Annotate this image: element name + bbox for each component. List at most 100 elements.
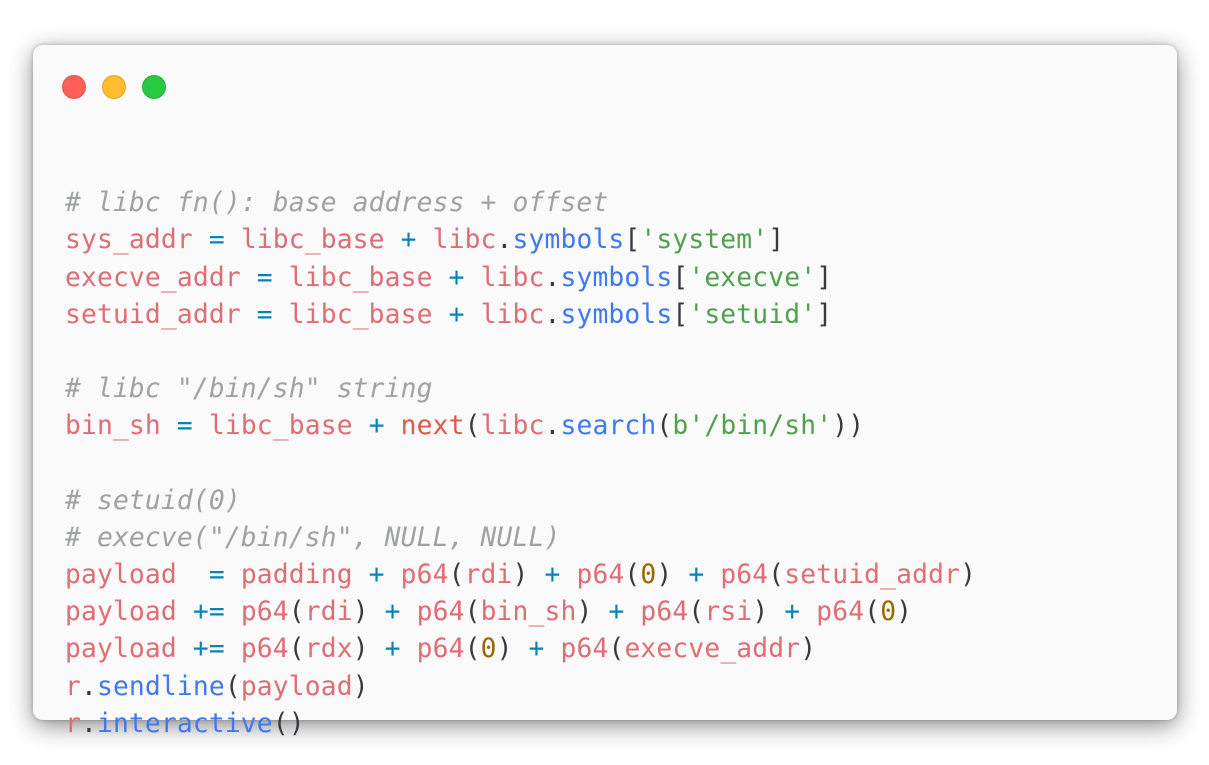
code-token-plain: (: [656, 411, 673, 442]
code-token-plain: [273, 263, 289, 293]
code-token-plain: ): [752, 597, 769, 628]
code-line: r.interactive(): [65, 706, 976, 743]
code-token-comment: # execve("/bin/sh", NULL, NULL): [65, 522, 561, 553]
code-token-comment: # libc "/bin/sh" string: [65, 374, 433, 405]
code-line: [65, 334, 976, 371]
code-token-op: +: [448, 299, 465, 330]
code-line: # libc fn(): base address + offset: [65, 185, 976, 222]
code-token-plain: ): [512, 560, 529, 591]
code-token-var: payload: [65, 634, 177, 665]
code-token-plain: [: [672, 299, 689, 330]
code-token-plain: [: [624, 225, 641, 256]
code-token-plain: ]: [816, 262, 833, 293]
code-token-plain: [161, 411, 177, 441]
code-token-plain: [: [672, 262, 689, 293]
code-token-plain: (): [272, 708, 305, 739]
code-token-var: p64: [240, 634, 289, 665]
code-token-op: +: [688, 560, 705, 591]
code-token-plain: .: [544, 299, 561, 330]
code-token-var: setuid_addr: [65, 299, 241, 330]
code-token-plain: .: [544, 262, 561, 293]
code-token-str: 'execve': [688, 262, 817, 293]
code-token-var: bin_sh: [480, 597, 577, 628]
code-token-plain: [241, 300, 257, 330]
zoom-button[interactable]: [142, 75, 166, 99]
code-token-plain: [369, 634, 385, 664]
code-token-plain: [385, 225, 401, 255]
code-token-plain: [704, 560, 720, 590]
code-token-num: 0: [640, 560, 657, 591]
code-token-var: p64: [416, 634, 465, 665]
code-token-var: setuid_addr: [784, 560, 961, 591]
code-token-plain: ]: [816, 299, 833, 330]
code-token-plain: [273, 300, 289, 330]
code-token-plain: ): [352, 671, 369, 702]
code-token-var: libc_base: [288, 299, 433, 330]
code-token-var: payload: [240, 671, 353, 702]
code-token-plain: [177, 597, 193, 627]
code-token-var: padding: [240, 560, 353, 591]
code-token-plain: [417, 225, 433, 255]
code-token-plain: (: [688, 597, 705, 628]
minimize-button[interactable]: [102, 75, 126, 99]
code-token-plain: [177, 560, 209, 590]
code-token-func: symbols: [560, 262, 673, 293]
code-line: # libc "/bin/sh" string: [65, 371, 976, 408]
code-token-plain: .: [80, 671, 97, 702]
code-token-plain: (: [864, 597, 881, 628]
code-token-plain: [672, 560, 688, 590]
code-token-plain: [529, 560, 545, 590]
code-token-var: bin_sh: [65, 411, 161, 442]
code-token-op: =: [208, 560, 225, 591]
code-token-op: +: [368, 411, 385, 442]
code-token-plain: )): [832, 411, 865, 442]
code-token-func: sendline: [96, 671, 225, 702]
code-line: [65, 148, 976, 185]
code-token-var: libc: [480, 299, 545, 330]
code-token-plain: [768, 597, 784, 627]
code-token-comment: # setuid(0): [65, 485, 241, 516]
code-token-plain: ): [576, 597, 593, 628]
code-token-plain: [385, 411, 401, 441]
code-token-str: b'/bin/sh': [672, 411, 833, 442]
window-controls: [62, 75, 166, 99]
code-token-var: rsi: [704, 597, 753, 628]
code-token-var: p64: [576, 560, 625, 591]
code-token-var: p64: [400, 560, 449, 591]
code-token-func: symbols: [512, 225, 625, 256]
code-token-plain: ): [656, 560, 673, 591]
code-token-plain: [353, 411, 369, 441]
code-token-var: p64: [240, 597, 289, 628]
code-token-var: payload: [65, 560, 177, 591]
code-token-var: p64: [720, 560, 769, 591]
code-token-op: +: [784, 597, 801, 628]
code-token-var: sys_addr: [65, 225, 193, 256]
code-token-var: rdi: [304, 597, 353, 628]
code-token-plain: ): [960, 560, 977, 591]
code-block: # libc fn(): base address + offset sys_ad…: [65, 148, 976, 743]
code-token-plain: [545, 634, 561, 664]
code-token-plain: [513, 634, 529, 664]
code-token-plain: .: [80, 708, 97, 739]
code-token-plain: [624, 597, 640, 627]
code-line: # execve("/bin/sh", NULL, NULL): [65, 520, 976, 557]
code-token-plain: ): [800, 634, 817, 665]
code-token-var: libc_base: [208, 411, 353, 442]
code-token-op: =: [256, 299, 273, 330]
code-token-plain: [401, 597, 417, 627]
code-token-comment: # libc fn(): base address + offset: [65, 188, 609, 219]
code-token-str: 'system': [640, 225, 769, 256]
code-token-var: p64: [816, 597, 865, 628]
code-token-var: libc: [480, 411, 545, 442]
code-line: r.sendline(payload): [65, 669, 976, 706]
close-button[interactable]: [62, 75, 86, 99]
code-token-plain: [225, 634, 241, 664]
code-token-plain: [177, 634, 193, 664]
code-token-plain: [433, 300, 449, 330]
code-token-num: 0: [480, 634, 497, 665]
code-token-plain: [465, 263, 481, 293]
code-token-plain: [369, 597, 385, 627]
code-token-plain: [353, 560, 369, 590]
code-token-op: +: [400, 225, 417, 256]
code-token-var: rdx: [304, 634, 353, 665]
